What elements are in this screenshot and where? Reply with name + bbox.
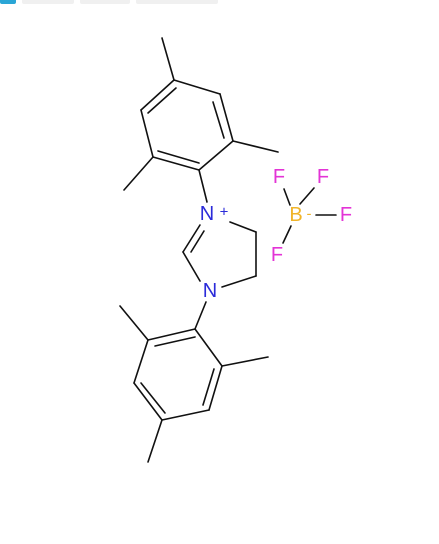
bond xyxy=(147,328,196,341)
bond xyxy=(182,224,201,253)
upper-mesityl-ring xyxy=(123,37,279,191)
bond xyxy=(173,79,221,95)
nitrogen-cation-label: N xyxy=(200,203,214,225)
methyl-bond xyxy=(161,37,175,81)
tab-1[interactable] xyxy=(0,0,16,4)
bond xyxy=(140,382,166,414)
bond xyxy=(229,221,257,233)
bond xyxy=(190,230,205,253)
methyl-bond xyxy=(221,356,269,367)
bond xyxy=(152,156,200,171)
tetrafluoroborate-bonds xyxy=(282,187,337,244)
bond xyxy=(157,150,200,164)
bond xyxy=(212,101,225,139)
bond xyxy=(194,301,207,330)
bond xyxy=(154,336,196,347)
bond xyxy=(161,409,210,421)
bond xyxy=(282,225,292,244)
bond xyxy=(198,169,208,203)
bond xyxy=(299,187,315,205)
tab-2[interactable] xyxy=(22,0,74,4)
bond xyxy=(182,251,201,282)
fluorine-label: F xyxy=(340,204,352,226)
fluorine-label: F xyxy=(271,244,283,266)
bond xyxy=(140,79,175,111)
bond xyxy=(133,339,149,384)
bond xyxy=(202,368,215,406)
methyl-bond xyxy=(147,419,163,463)
bond xyxy=(219,93,234,142)
methyl-bond xyxy=(119,305,149,341)
tab-3[interactable] xyxy=(80,0,130,4)
bond xyxy=(133,382,163,421)
bond xyxy=(147,87,177,114)
anion-charge: - xyxy=(307,206,312,223)
bond xyxy=(208,365,223,411)
bond xyxy=(221,275,257,288)
fluorine-label: F xyxy=(317,166,329,188)
fluorine-label: F xyxy=(273,166,285,188)
bond xyxy=(194,328,223,367)
nitrogen-label: N xyxy=(203,280,217,302)
bond xyxy=(140,109,154,158)
lower-mesityl-ring xyxy=(119,305,269,463)
tab-4[interactable] xyxy=(136,0,218,4)
methyl-bond xyxy=(232,140,279,153)
bond xyxy=(198,140,234,171)
methyl-bond xyxy=(123,156,154,191)
boron-label: B xyxy=(289,204,302,226)
tab-strip xyxy=(0,0,439,5)
bond xyxy=(283,188,291,206)
imidazolinium-ring xyxy=(182,221,257,288)
cation-charge: + xyxy=(220,204,229,221)
